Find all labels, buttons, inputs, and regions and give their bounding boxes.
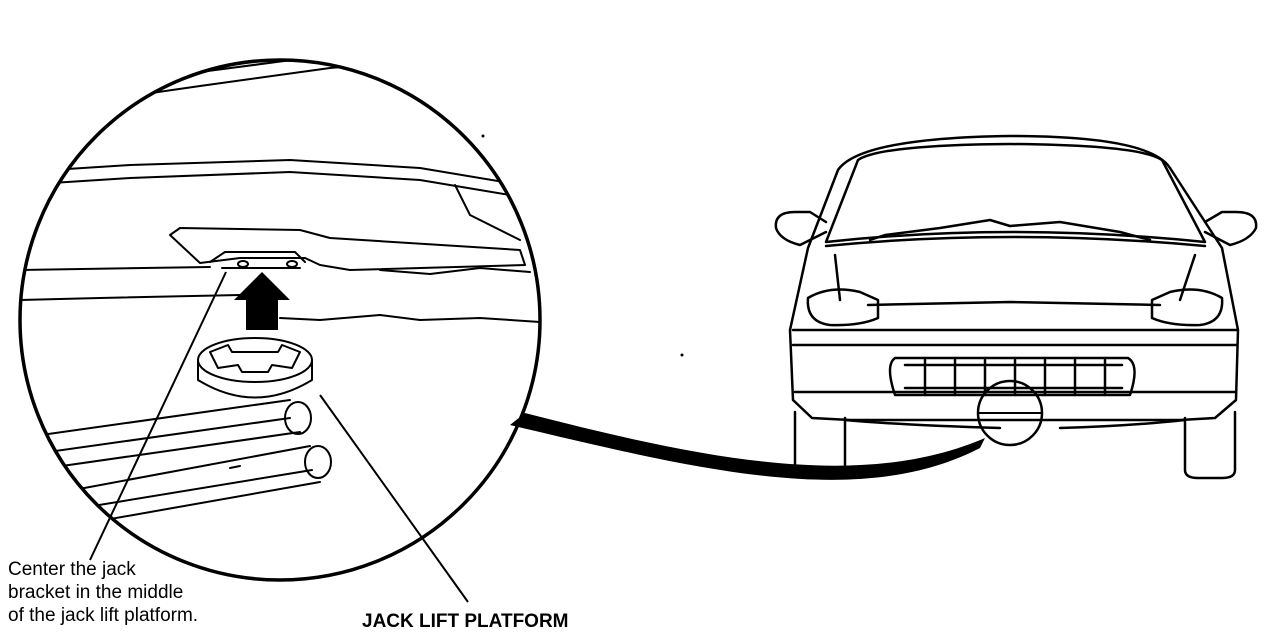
car-body-outline [788, 134, 1240, 422]
car-grille [888, 356, 1136, 397]
bracket-instruction-line-2: bracket in the middle [8, 582, 184, 603]
up-arrow-icon [234, 272, 290, 330]
left-mirror [774, 210, 828, 247]
right-headlight [1150, 288, 1224, 327]
magnifier-connector [510, 413, 985, 480]
underbody-floor [20, 266, 540, 323]
bracket-instruction: Center the jack bracket in the middle of… [8, 558, 308, 627]
detail-source-marker [976, 379, 1044, 447]
leader-lines [89, 271, 469, 603]
right-mirror [1203, 210, 1258, 247]
right-front-tire [1183, 410, 1237, 480]
jack-bracket [169, 227, 526, 271]
bracket-instruction-line-3: of the jack lift platform. [8, 605, 199, 626]
detail-magnifier [18, 58, 542, 582]
car-windshield [824, 142, 1207, 244]
lower-body-sill [20, 159, 540, 241]
left-headlight [806, 288, 880, 327]
platform-leader-line [319, 394, 469, 603]
jack-lift-platform-label: JACK LIFT PLATFORM [362, 611, 569, 632]
bracket-instruction-line-1: Center the jack [8, 559, 136, 580]
jack-lift-platform [197, 337, 313, 399]
car-front-view [774, 134, 1258, 480]
bracket-leader-line [89, 271, 227, 561]
